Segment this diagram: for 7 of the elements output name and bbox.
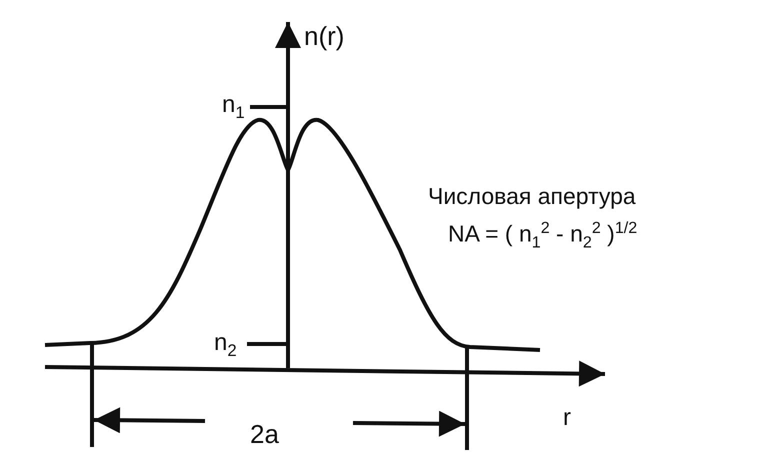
annotation-text: Числовая апертура (428, 184, 636, 210)
level-label: n$_{2}$ (214, 330, 237, 360)
axis-label: n(r) (304, 22, 344, 51)
formula: NA = ( n$_{1}$$^{2}$ - n$_{2}$$^{2}$ )$^{1/2}$ (448, 220, 638, 252)
dimension-label: 2a (250, 420, 279, 449)
axis-label: r (563, 405, 571, 432)
level-label: n$_{1}$ (222, 92, 245, 122)
